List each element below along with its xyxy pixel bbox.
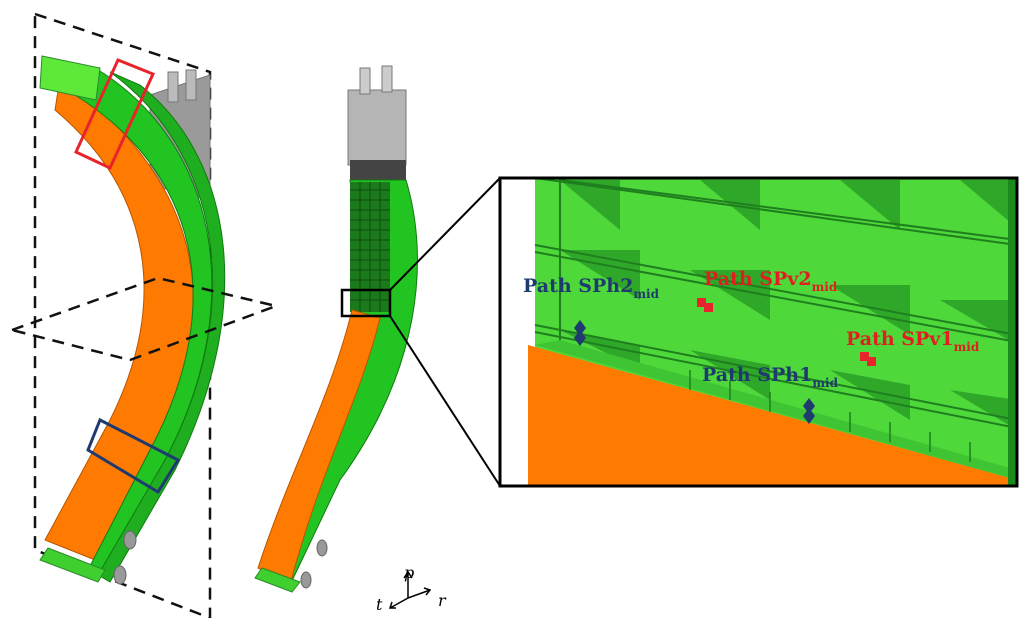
label-spv1-sub: mid xyxy=(954,340,980,354)
label-sph1: Path SPh1mid xyxy=(702,364,839,390)
rib-pattern xyxy=(560,180,1017,430)
vertical-section-plane xyxy=(33,12,212,618)
marker-spv1 xyxy=(860,352,876,366)
label-spv2-main: Path SPv2 xyxy=(704,268,812,290)
blue-highlight-box xyxy=(86,417,181,495)
manifold-pipe xyxy=(167,71,179,103)
label-spv2-sub: mid xyxy=(812,280,838,294)
zoom-inset: Path SPh2mid Path SPv2mid Path SPv1mid P… xyxy=(498,176,1019,488)
inset-frame xyxy=(498,176,1019,488)
label-sph1-main: Path SPh1 xyxy=(702,364,812,386)
marker-spv2 xyxy=(697,298,713,312)
top-cap xyxy=(39,55,101,101)
marker-sph1 xyxy=(803,398,815,424)
axes-triad xyxy=(388,570,432,609)
label-sph2-main: Path SPh2 xyxy=(523,275,633,297)
middle-model xyxy=(254,65,501,593)
label-spv1: Path SPv1mid xyxy=(846,328,980,354)
manifold-pipe xyxy=(359,67,371,95)
label-sph2: Path SPh2mid xyxy=(523,275,660,301)
axis-label-p: p xyxy=(404,563,414,582)
rib-lines xyxy=(534,178,1017,429)
label-sph1-sub: mid xyxy=(812,376,838,390)
middle-bottom-end xyxy=(254,567,301,593)
manifold-top xyxy=(347,89,407,166)
inset-orange-edge xyxy=(535,340,1017,480)
manifold-strip xyxy=(350,160,406,182)
axis-label-t: t xyxy=(376,595,383,614)
bottom-stub xyxy=(123,530,137,550)
left-model xyxy=(7,12,281,618)
bottom-end xyxy=(39,547,106,583)
horizontal-section-plane xyxy=(7,276,281,362)
axis-label-r: r xyxy=(438,591,447,610)
zoom-source-box xyxy=(340,288,392,318)
red-highlight-box xyxy=(74,58,156,171)
bottom-stub xyxy=(316,539,328,557)
label-sph2-sub: mid xyxy=(633,287,659,301)
manifold-pipe xyxy=(381,65,393,93)
zoom-line-top xyxy=(389,177,501,291)
label-spv1-main: Path SPv1 xyxy=(846,328,954,350)
bottom-stub xyxy=(300,571,312,589)
inset-right-edge xyxy=(1008,178,1017,486)
label-spv2: Path SPv2mid xyxy=(704,268,838,294)
manifold-pipe xyxy=(185,69,197,101)
inset-orange-region xyxy=(528,345,1017,486)
bottom-stub xyxy=(113,565,127,585)
marker-sph2 xyxy=(574,320,586,346)
zoom-line-bottom xyxy=(389,315,501,487)
